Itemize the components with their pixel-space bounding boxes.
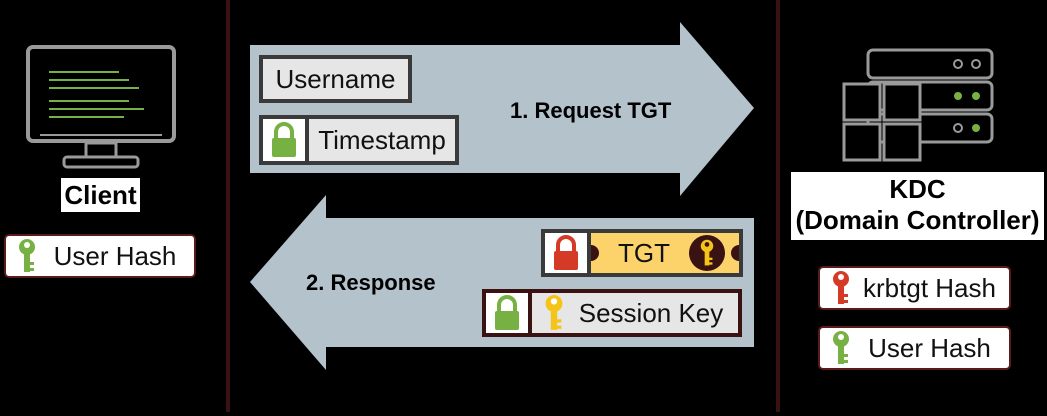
session-key-box: Session Key — [482, 289, 742, 337]
request-arrow — [250, 22, 754, 196]
key-icon — [700, 239, 714, 266]
timestamp-lock-cell — [263, 119, 309, 161]
key-icon — [18, 238, 36, 274]
kdc-label: KDC (Domain Controller) — [791, 172, 1044, 240]
lock-icon — [272, 122, 296, 157]
client-user-hash: User Hash — [4, 234, 196, 278]
response-label: 2. Response — [306, 270, 436, 295]
tgt-lock-cell — [545, 233, 591, 273]
key-icon — [544, 294, 564, 332]
krbtgt-hash-label: krbtgt Hash — [863, 272, 996, 303]
kdc-label-line1: KDC — [889, 174, 946, 204]
tgt-box: TGT — [541, 229, 743, 277]
right-divider — [776, 0, 780, 412]
tgt-key-seal — [689, 235, 725, 271]
client-user-hash-label: User Hash — [53, 240, 177, 271]
left-divider — [226, 0, 230, 412]
tgt-label: TGT — [618, 237, 670, 268]
krbtgt-hash: krbtgt Hash — [818, 266, 1011, 310]
tgt-notch-right — [731, 245, 739, 261]
session-key-label: Session Key — [578, 297, 724, 328]
timestamp-label: Timestamp — [318, 124, 446, 155]
session-lock-cell — [486, 293, 532, 333]
server-icon — [842, 48, 996, 169]
timestamp-box: Timestamp — [259, 115, 459, 165]
kdc-user-hash-label: User Hash — [868, 332, 991, 363]
client-label: Client — [61, 178, 140, 212]
request-label: 1. Request TGT — [510, 98, 672, 123]
kdc-user-hash: User Hash — [818, 326, 1011, 370]
key-icon — [832, 330, 850, 366]
key-icon — [832, 270, 850, 306]
kdc-label-line2: (Domain Controller) — [795, 205, 1040, 235]
tgt-notch-left — [591, 245, 599, 261]
lock-icon — [554, 235, 578, 270]
lock-icon — [495, 295, 519, 330]
username-box: Username — [259, 55, 412, 103]
username-label: Username — [275, 63, 396, 94]
monitor-icon — [24, 45, 178, 178]
